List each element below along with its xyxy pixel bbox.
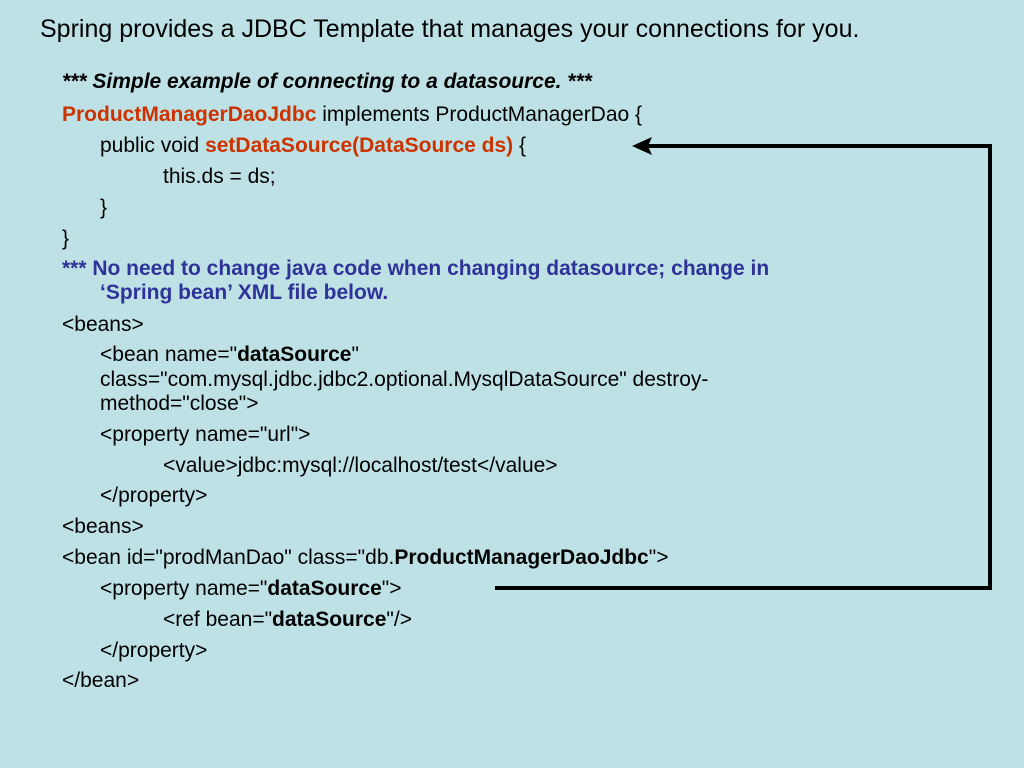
- xml-line-value: <value>jdbc:mysql://localhost/test</valu…: [163, 454, 558, 477]
- slide-title: Spring provides a JDBC Template that man…: [40, 15, 860, 43]
- bean-name-prefix: <bean name=": [100, 343, 238, 366]
- code-line-close-method: }: [100, 196, 108, 219]
- comment-line-no-need-1: *** No need to change java code when cha…: [62, 257, 770, 280]
- ref-prefix: <ref bean=": [163, 608, 273, 631]
- bean-name-value: dataSource: [237, 343, 352, 366]
- xml-line-property-close: </property>: [100, 484, 208, 507]
- setter-brace: {: [513, 134, 527, 157]
- xml-line-bean-name: <bean name="dataSource": [100, 343, 359, 367]
- xml-line-property-datasource: <property name="dataSource">: [100, 577, 401, 601]
- ref-suffix: "/>: [386, 608, 412, 631]
- xml-line-beans: <beans>: [62, 515, 144, 538]
- xml-line-ref-bean: <ref bean="dataSource"/>: [163, 608, 412, 632]
- setter-prefix: public void: [100, 134, 206, 157]
- bean-id-prefix: <bean id="prodManDao" class="db.: [62, 546, 395, 569]
- code-line-close-class: }: [62, 227, 70, 250]
- xml-line-beans-open: <beans>: [62, 313, 144, 336]
- xml-line-bean-class: class="com.mysql.jdbc.jdbc2.optional.Mys…: [100, 368, 709, 391]
- code-line-class-declaration: ProductManagerDaoJdbc implements Product…: [62, 103, 642, 127]
- property-value: dataSource: [267, 577, 382, 600]
- xml-line-bean-close: </bean>: [62, 669, 140, 692]
- comment-line-no-need-2: ‘Spring bean’ XML file below.: [100, 281, 389, 304]
- xml-line-bean-id: <bean id="prodManDao" class="db.ProductM…: [62, 546, 668, 570]
- xml-line-property-close-2: </property>: [100, 639, 208, 662]
- class-name: ProductManagerDaoJdbc: [62, 103, 317, 126]
- xml-line-property-url: <property name="url">: [100, 423, 311, 446]
- bean-name-suffix: ": [351, 343, 359, 366]
- xml-line-bean-destroy: method="close">: [100, 392, 259, 415]
- implements-text: implements ProductManagerDao {: [316, 103, 643, 126]
- code-line-assignment: this.ds = ds;: [163, 165, 276, 188]
- property-suffix: ">: [381, 577, 402, 600]
- bean-id-suffix: ">: [648, 546, 669, 569]
- setter-signature: setDataSource(DataSource ds): [205, 134, 514, 157]
- property-prefix: <property name=": [100, 577, 268, 600]
- arrowhead-icon: [632, 137, 652, 155]
- connector-line: [495, 144, 992, 590]
- comment-line-simple-example: *** Simple example of connecting to a da…: [62, 70, 592, 93]
- ref-value: dataSource: [272, 608, 387, 631]
- code-line-setter: public void setDataSource(DataSource ds)…: [100, 134, 526, 158]
- bean-id-class: ProductManagerDaoJdbc: [394, 546, 649, 569]
